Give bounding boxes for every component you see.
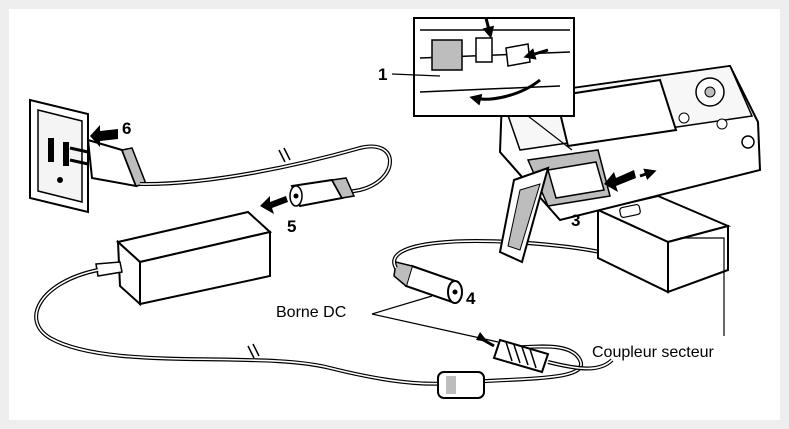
ferrite-core [437, 371, 485, 399]
ac-adapter [95, 210, 273, 307]
camera-battery-cover [498, 166, 550, 264]
step-5-label: 5 [287, 217, 296, 236]
coupler-label: Coupleur secteur [592, 344, 715, 361]
dc-cable [34, 268, 584, 386]
ac-cord-connector [289, 177, 356, 208]
inset-detail [413, 17, 575, 151]
step-4-label: 4 [466, 289, 476, 308]
step-3-label: 3 [571, 211, 580, 230]
arrow-step-5 [260, 196, 288, 214]
step-6-label: 6 [122, 119, 131, 138]
dc-terminal-label: Borne DC [276, 304, 346, 321]
dc-coupler [594, 194, 732, 294]
arrow-step-6 [90, 125, 118, 147]
dc-terminal-leader-plug [371, 313, 499, 343]
wall-outlet [29, 98, 89, 214]
coupler-leader [680, 237, 725, 336]
power-plug [69, 138, 148, 188]
dc-plug-cable [547, 358, 614, 371]
step-1-label: 1 [378, 65, 387, 84]
dc-socket [393, 261, 463, 304]
step-1-leader [391, 73, 441, 77]
dc-terminal-leader-socket [371, 295, 433, 315]
arrow-step-3 [604, 168, 657, 192]
